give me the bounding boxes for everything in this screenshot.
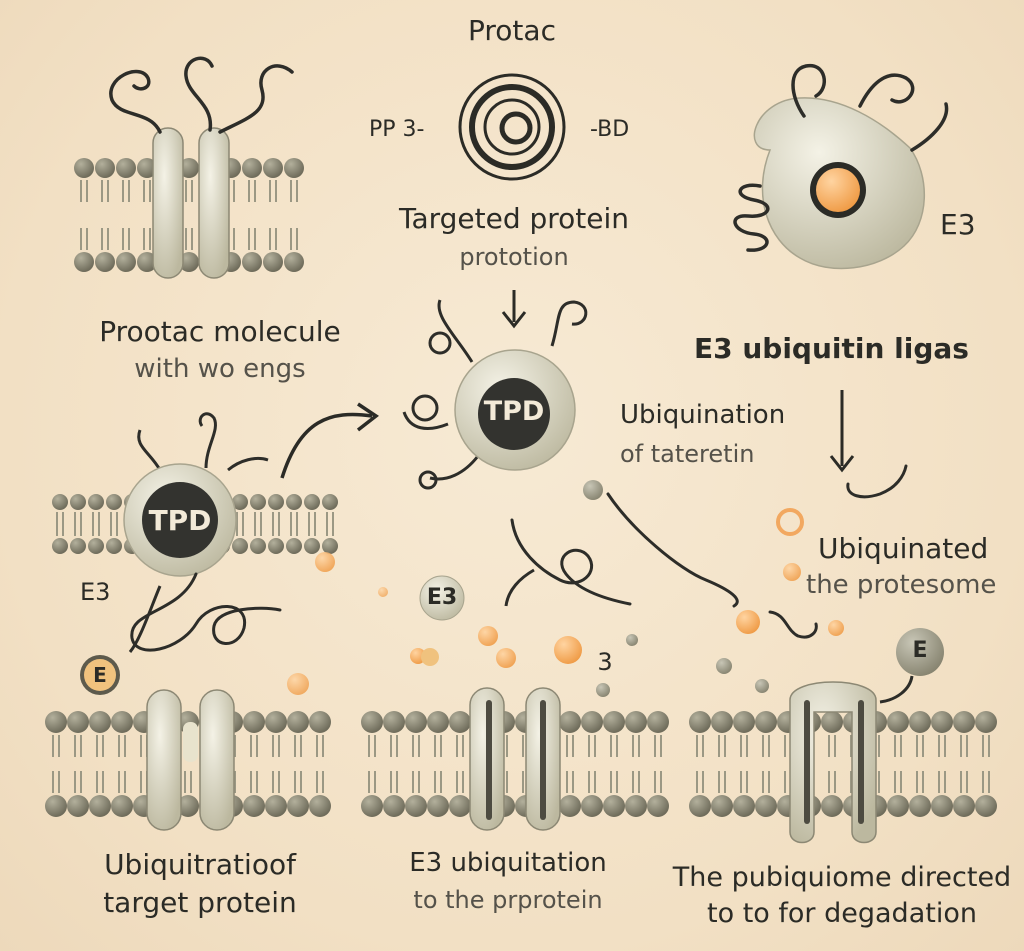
e3-left-label: E3	[80, 578, 111, 606]
e3-ligase-protein	[733, 64, 949, 270]
ubiquitin-chains	[504, 492, 818, 639]
transmembrane-protein-bottom-right	[789, 681, 877, 844]
transmembrane-protein-bottom-left	[146, 689, 235, 831]
three-label: 3	[597, 648, 613, 676]
ubiquinated-sublabel: the protesome	[806, 570, 997, 600]
tpd-badge-left: TPD	[148, 504, 212, 537]
bottom-left-label: Ubiquitratioof	[104, 848, 296, 881]
ubiquinated-label: Ubiquinated	[818, 532, 989, 565]
bottom-right-sublabel: to to for degadation	[707, 898, 977, 929]
bottom-mid-label: E3 ubiquitation	[409, 848, 607, 878]
e3-right-label: E3	[940, 208, 976, 241]
protac-title: Protac	[468, 14, 556, 47]
bottom-left-sublabel: target protein	[103, 886, 297, 919]
tpd-complex-left	[123, 412, 282, 653]
membrane-top-left	[74, 158, 304, 272]
tpd-complex-center	[402, 299, 588, 490]
bottom-mid-sublabel: to the prprotein	[413, 886, 603, 914]
protac-symbol	[458, 73, 566, 181]
pp3-label: PP 3-	[369, 117, 425, 142]
arrow-down-center-icon	[501, 290, 527, 329]
membrane-bottom-mid	[361, 711, 669, 817]
transmembrane-protein-top-left	[109, 56, 294, 279]
transmembrane-protein-bottom-mid	[469, 687, 561, 831]
curved-arrow-icon	[280, 402, 379, 479]
e3-badge-mid: E3	[426, 585, 458, 610]
protac-molecule-label: Prootac molecule	[99, 315, 341, 348]
bd-label: -BD	[590, 117, 630, 142]
e3-ligase-label: E3 ubiquitin ligas	[694, 332, 969, 365]
ubiquitin-spheres	[80, 480, 944, 704]
tpd-badge-center: TPD	[483, 396, 545, 427]
arrow-down-right-icon	[829, 390, 908, 499]
protac-molecule-sublabel: with wo engs	[134, 354, 306, 384]
targeted-protein-label: Targeted protein	[398, 202, 630, 235]
ubiquination-sublabel: of tateretin	[620, 440, 755, 468]
ubiquination-label: Ubiquination	[620, 400, 786, 430]
bottom-right-label: The pubiquiome directed	[672, 862, 1012, 893]
targeted-protein-sublabel: prototion	[459, 243, 569, 271]
membrane-bottom-right	[689, 711, 997, 817]
e-badge-left: E	[93, 663, 107, 687]
e-badge-right: E	[912, 638, 928, 663]
